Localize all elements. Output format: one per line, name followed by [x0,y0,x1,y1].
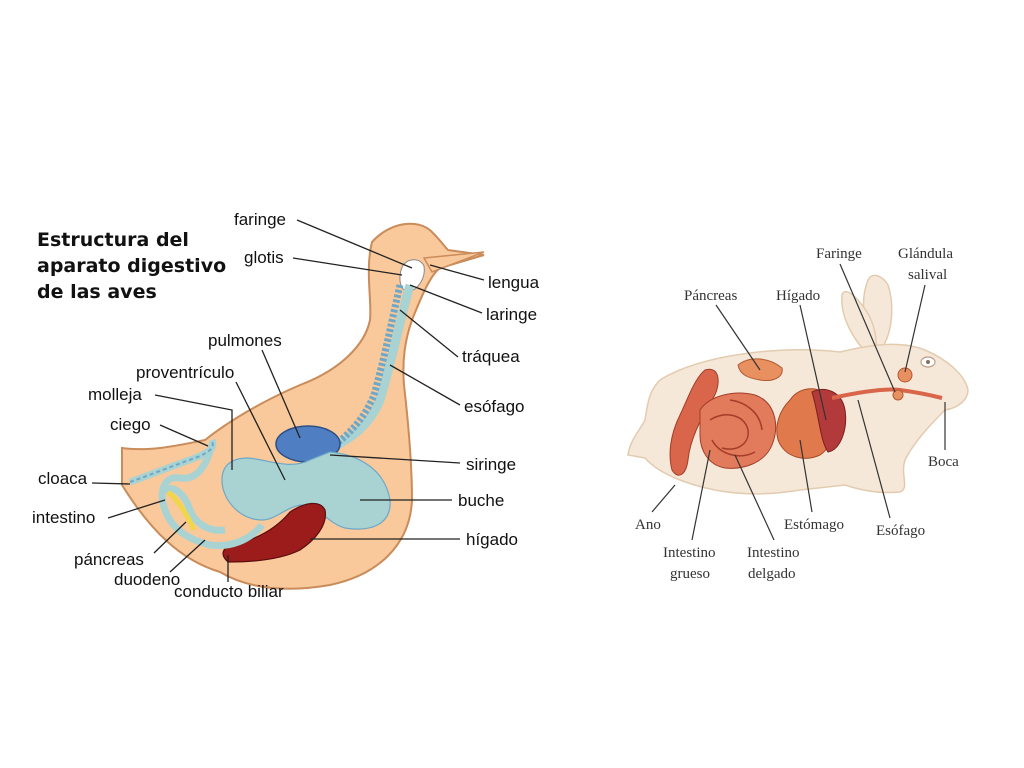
lead-lengua [429,264,485,281]
label-siringe: siringe [466,455,516,474]
intestine-loop [128,438,265,550]
lead-proventriculo [235,381,286,481]
lead-intestino [107,499,166,519]
rab-label-glandula-2: salival [908,267,947,283]
small-intestine-coils [709,399,763,457]
label-traquea: tráquea [462,347,520,366]
lead-rab-esofago [857,399,891,519]
rabbit-ear-front [841,290,877,360]
rab-label-glandula-1: Glándula [898,246,953,262]
lead-rab-ano [651,484,676,513]
rab-label-esofago: Esófago [876,523,925,539]
rab-label-pancreas: Páncreas [684,288,737,304]
lead-laringe [409,284,483,314]
lead-pulmones [261,349,301,439]
lead-molleja [154,394,233,470]
pancreas-shape [166,490,197,532]
lead-siringe [329,454,461,464]
label-glotis: glotis [244,248,284,267]
rabbit-eye-pupil [926,360,930,364]
label-cloaca: cloaca [38,469,88,488]
lead-rab-estomago [799,439,813,513]
rab-label-higado: Hígado [776,288,820,304]
label-faringe: faringe [234,210,286,229]
label-duodeno: duodeno [114,570,180,589]
bird-diagram: Estructura del aparato digestivo de las … [32,210,540,601]
rab-label-ano: Ano [635,517,661,533]
bird-title-line-1: Estructura del [37,229,189,251]
rab-label-faringe: Faringe [816,246,862,262]
label-laringe: laringe [486,305,537,324]
rab-label-intestino-delgado-1: Intestino [747,545,800,561]
rabbit-diagram: Faringe Glándula salival Páncreas Hígado… [627,246,969,582]
rab-label-intestino-delgado-2: delgado [748,566,795,582]
lead-rab-faringe [839,263,896,393]
esophagus-tube [328,283,415,453]
label-lengua: lengua [488,273,540,292]
rab-label-intestino-grueso-1: Intestino [663,545,716,561]
lead-esofago [389,364,461,406]
large-intestine-shape [669,368,719,476]
lead-duodeno [169,539,206,573]
lead-pancreas [153,521,187,554]
label-higado: hígado [466,530,518,549]
label-buche: buche [458,491,504,510]
label-pulmones: pulmones [208,331,282,350]
bird-title-line-3: de las aves [37,281,157,303]
rabbit-salivary-gland [897,367,913,383]
rabbit-pharynx-node [892,389,904,401]
lead-faringe [296,219,413,269]
lead-cloaca [91,482,131,485]
lead-traquea [399,309,459,358]
lead-rab-intestino-delgado [734,454,775,541]
lead-rab-intestino-grueso [691,449,711,541]
lead-glotis [292,257,403,276]
label-molleja: molleja [88,385,142,404]
label-conducto-biliar: conducto biliar [174,582,284,601]
rab-label-estomago: Estómago [784,517,844,533]
rab-label-boca: Boca [928,454,959,470]
lead-rab-glandula [904,284,926,373]
label-intestino: intestino [32,508,95,527]
lead-ciego [159,424,209,447]
lead-rab-pancreas [715,304,761,371]
label-pancreas: páncreas [74,550,144,569]
label-ciego: ciego [110,415,151,434]
lead-rab-higado [799,304,827,421]
bird-title-line-2: aparato digestivo [37,255,226,277]
trachea-tube [318,284,404,459]
rab-label-intestino-grueso-2: grueso [670,566,710,582]
rabbit-liver-shape [811,388,847,453]
label-esofago: esófago [464,397,525,416]
label-proventriculo: proventrículo [136,363,234,382]
